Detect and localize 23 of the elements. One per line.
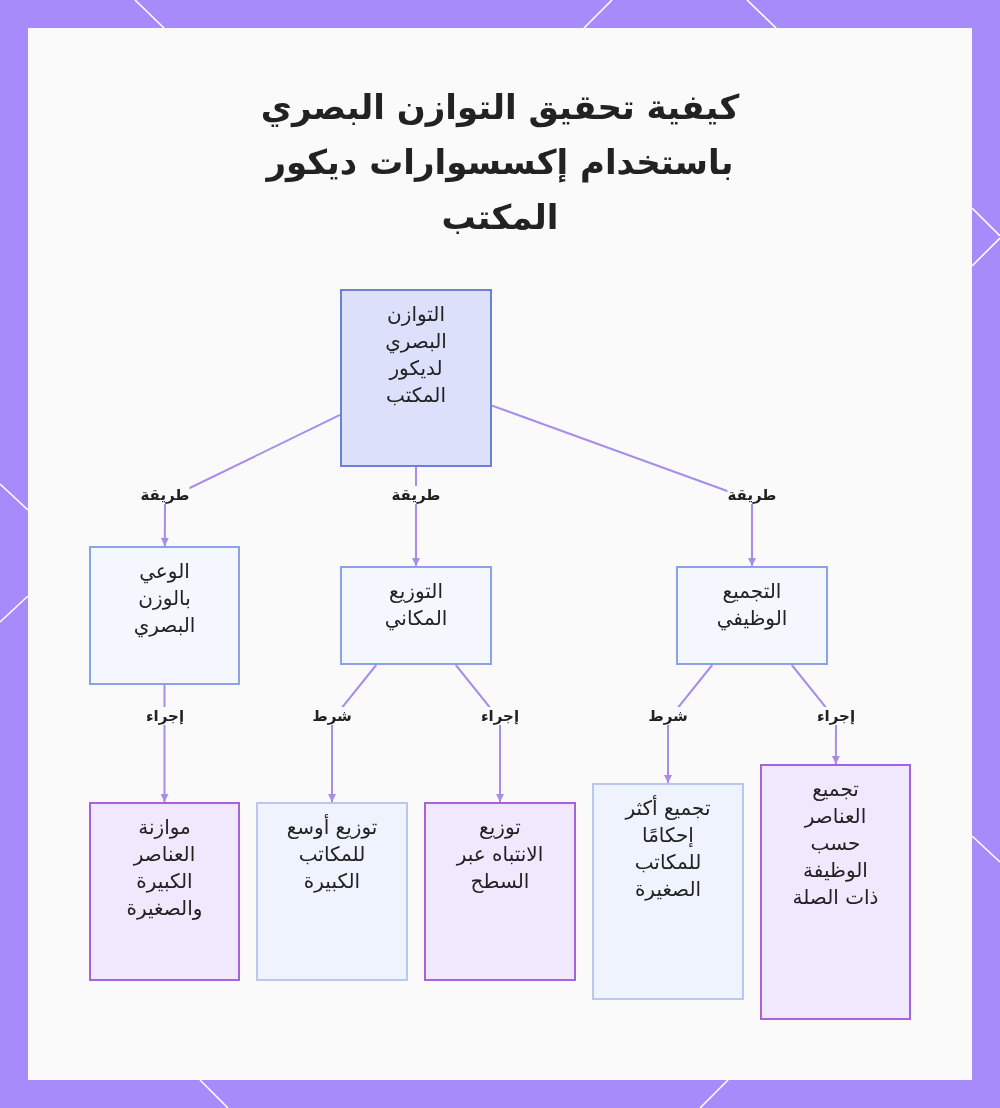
edge-label: إجراء xyxy=(145,707,185,725)
edge-label: إجراء xyxy=(480,707,520,725)
leaf-box: تجميع العناصر حسب الوظيفة ذات الصلة xyxy=(760,764,911,1020)
connector-arrow xyxy=(160,684,169,803)
connector-arrow xyxy=(160,413,341,547)
connector-arrow xyxy=(328,664,378,803)
edge-label: طريقة xyxy=(727,486,777,504)
branch-box: التوزيع المكاني xyxy=(340,566,492,665)
connector-arrow xyxy=(491,404,756,567)
edge-label: طريقة xyxy=(391,486,441,504)
leaf-box: توزيع الانتباه عبر السطح xyxy=(424,802,576,981)
leaf-box: توزيع أوسع للمكاتب الكبيرة xyxy=(256,802,408,981)
edge-label: إجراء xyxy=(816,707,856,725)
branch-box: الوعي بالوزن البصري xyxy=(89,546,240,685)
edge-label: شرط xyxy=(312,707,352,725)
title: كيفية تحقيق التوازن البصري باستخدام إكسسوارات ديكور المكتب xyxy=(259,86,741,239)
leaf-box: تجميع أكثر إحكامًا للمكاتب الصغيرة xyxy=(592,783,744,1000)
edge-label: شرط xyxy=(648,707,688,725)
root-box: التوازن البصري لديكور المكتب xyxy=(340,289,492,467)
connector-arrow xyxy=(454,664,504,803)
branch-box: التجميع الوظيفي xyxy=(676,566,828,665)
edge-label: طريقة xyxy=(140,486,190,504)
leaf-box: موازنة العناصر الكبيرة والصغيرة xyxy=(89,802,240,981)
